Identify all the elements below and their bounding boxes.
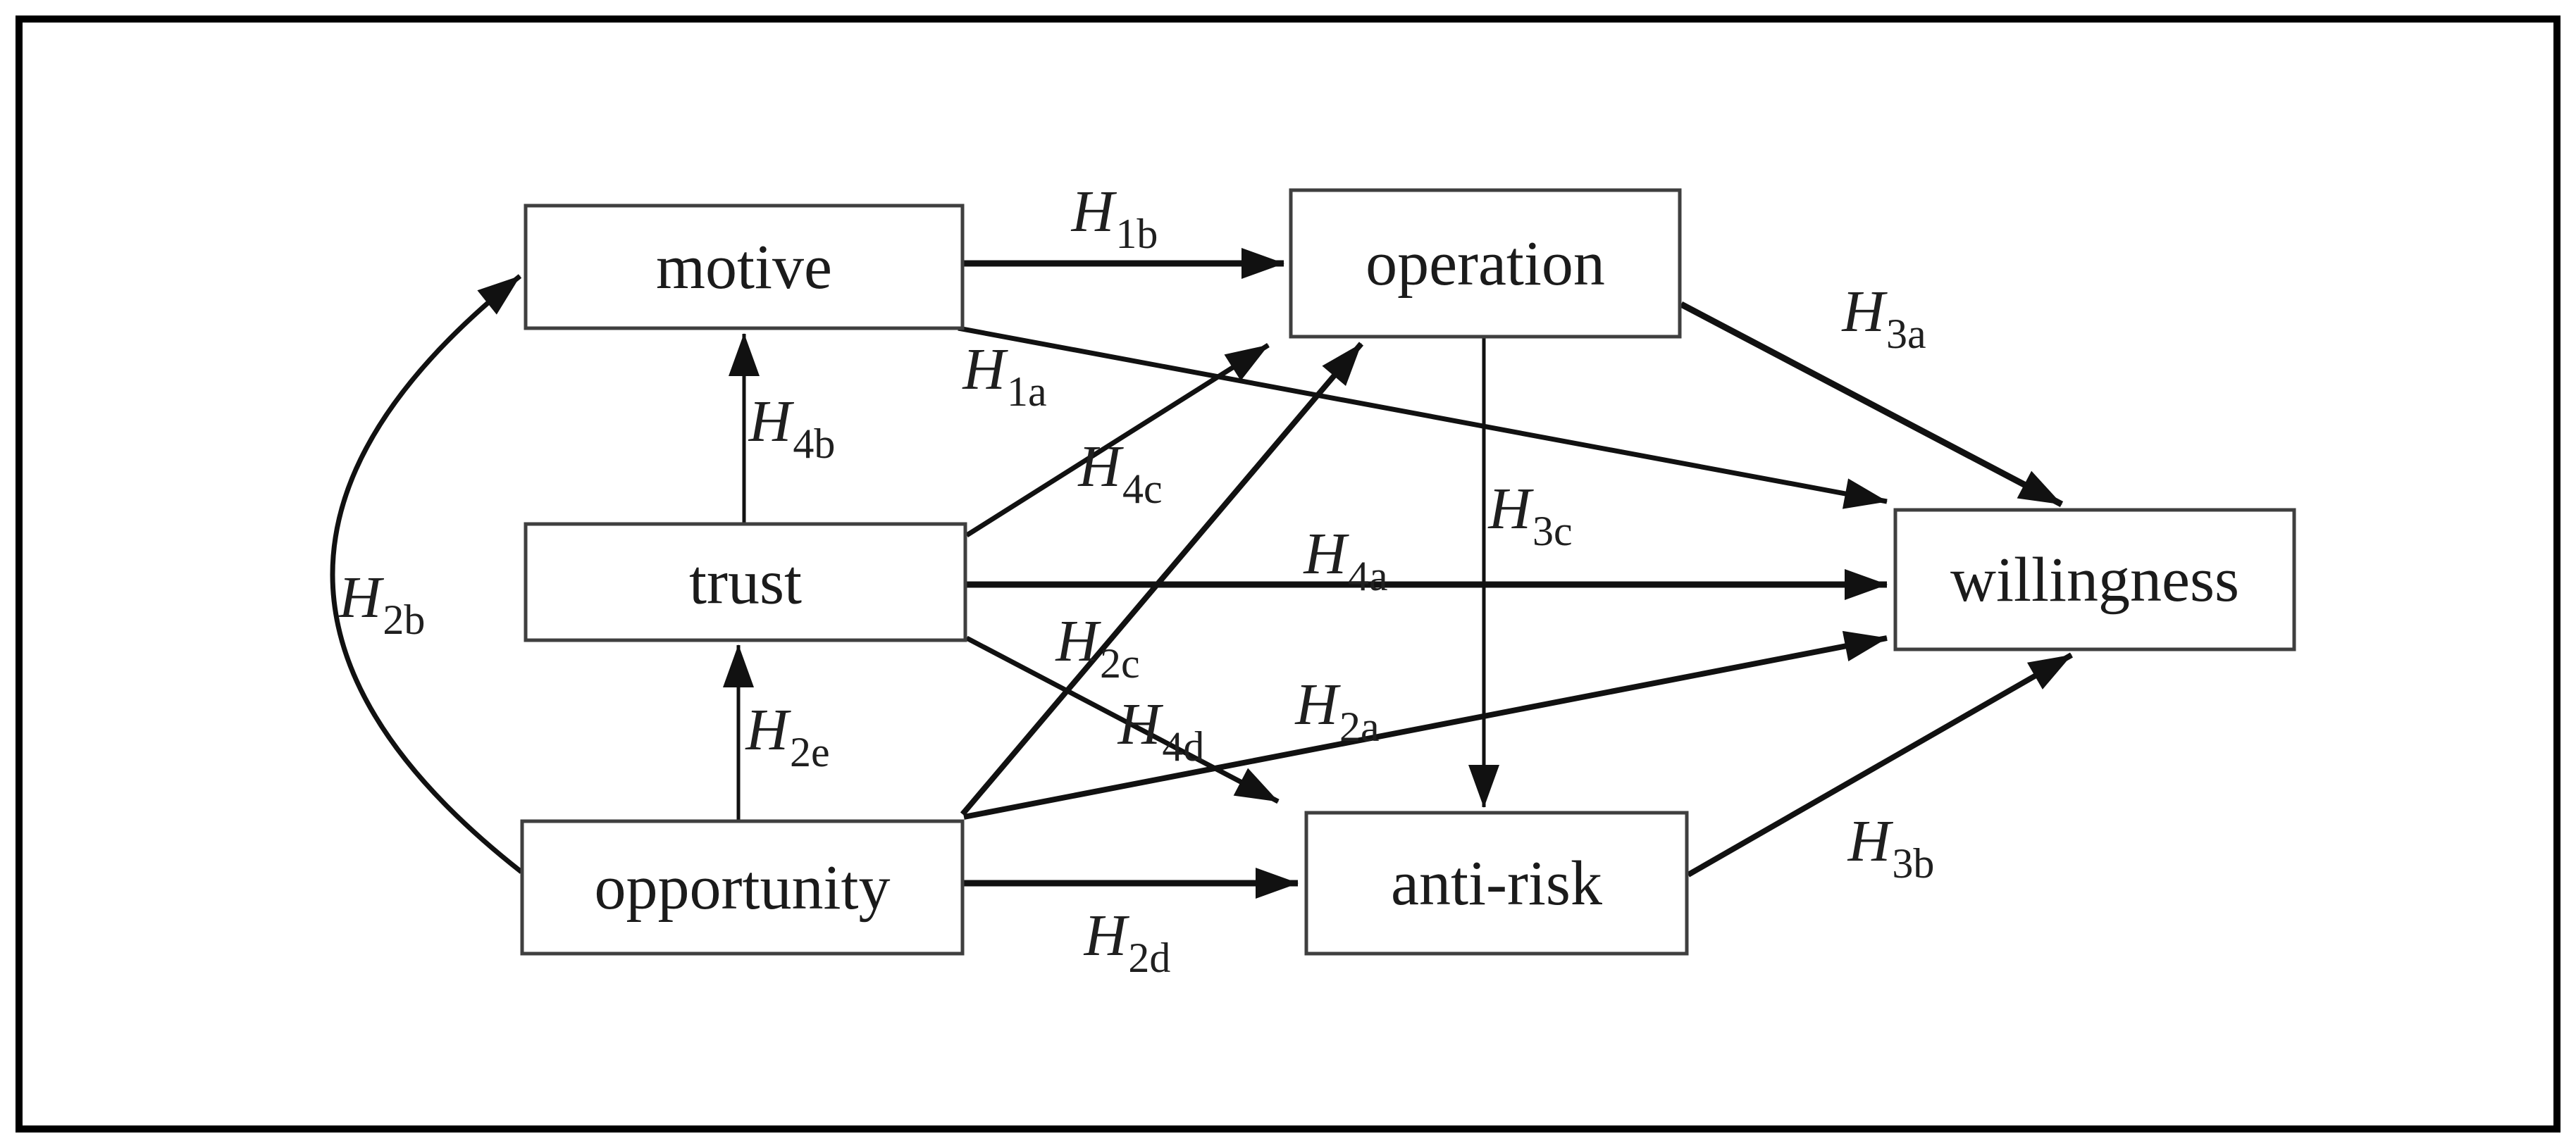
node-willingness-label: willingness (1950, 545, 2239, 615)
edge-H3a-label: H3a (1841, 279, 1926, 357)
edge-H2c-arrow (960, 342, 1364, 816)
node-operation-box (1289, 188, 1682, 339)
node-willingness: willingness (1893, 508, 2296, 651)
edge-H3a-arrow (1679, 301, 2064, 507)
node-motive-label: motive (656, 232, 832, 302)
node-anti-risk-label: anti-risk (1391, 849, 1602, 918)
node-opportunity-label: opportunity (595, 853, 891, 923)
edge-H3b-arrow (1687, 652, 2073, 878)
node-motive: motive (524, 204, 965, 330)
edge-H2b-arrow (330, 274, 524, 874)
edge-H4d-arrow (965, 635, 1280, 804)
node-trust-box (524, 522, 967, 642)
node-anti-risk-box (1304, 811, 1689, 956)
edge-H4a-label: H4a (1303, 521, 1387, 599)
node-opportunity-box (520, 819, 965, 956)
node-operation-label: operation (1366, 229, 1605, 299)
node-anti-risk: anti-risk (1304, 811, 1689, 956)
node-operation: operation (1289, 188, 1682, 339)
edge-H2a-arrow (963, 630, 1888, 820)
node-opportunity: opportunity (520, 819, 965, 956)
figure-border (16, 15, 2560, 1133)
node-trust-label: trust (689, 548, 802, 618)
edge-H4c-arrow (965, 343, 1270, 537)
edge-H1a-arrow (958, 325, 1888, 509)
node-trust: trust (524, 522, 967, 642)
node-willingness-box (1893, 508, 2296, 651)
edge-H4c-label: H4c (1077, 434, 1162, 512)
node-motive-box (524, 204, 965, 330)
